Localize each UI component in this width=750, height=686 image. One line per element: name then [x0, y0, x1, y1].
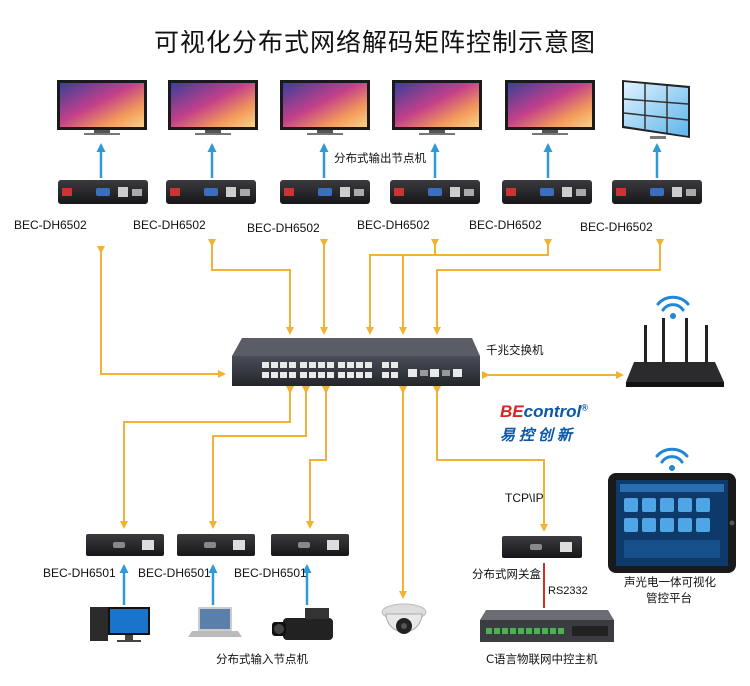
gateway-label: 分布式网关盒 [472, 567, 541, 581]
encoder-label-2: BEC-DH6501 [138, 566, 211, 580]
rs-label: RS2332 [548, 585, 588, 597]
encoder-box-3 [271, 534, 349, 556]
control-tablet [608, 473, 736, 573]
input-arrows [119, 564, 312, 605]
decoder-label-4: BEC-DH6502 [357, 218, 430, 232]
encoder-label-1: BEC-DH6501 [43, 566, 116, 580]
decoder-box-5 [502, 180, 592, 204]
dome-camera [381, 603, 427, 634]
decoder-box-6 [612, 180, 702, 204]
monitor-3 [280, 80, 370, 135]
output-arrows [96, 143, 662, 178]
decoder-label-1: BEC-DH6502 [14, 218, 87, 232]
decoder-label-3: BEC-DH6502 [247, 221, 320, 235]
camcorder [272, 608, 333, 640]
wifi-dot-router [670, 313, 676, 319]
decoder-box-1 [58, 180, 148, 204]
controller-label: C语言物联网中控主机 [486, 652, 598, 666]
switch-label: 千兆交换机 [486, 343, 544, 357]
brand-name: control [523, 402, 582, 421]
wifi-icon-router [656, 295, 690, 312]
decoder-box-2 [166, 180, 256, 204]
decoder-links [97, 239, 664, 378]
wifi-icon-tablet [655, 447, 689, 464]
monitor-4 [392, 80, 482, 135]
monitor-5 [505, 80, 595, 135]
input-nodes-label: 分布式输入节点机 [216, 652, 308, 666]
decoder-box-4 [390, 180, 480, 204]
encoder-label-3: BEC-DH6501 [234, 566, 307, 580]
brand-logo: BEcontrol® 易控创新 [500, 402, 610, 445]
gateway-box [502, 536, 582, 558]
page-title: 可视化分布式网络解码矩阵控制示意图 [153, 28, 596, 57]
video-wall [622, 80, 690, 139]
wifi-router [626, 318, 724, 387]
network-switch [232, 338, 480, 386]
brand-cn: 易控创新 [500, 426, 577, 444]
encoder-box-2 [177, 534, 255, 556]
encoder-box-1 [86, 534, 164, 556]
decoder-label-6: BEC-DH6502 [580, 220, 653, 234]
input-links [120, 371, 624, 599]
tcp-label: TCP\IP [505, 491, 544, 505]
monitor-1 [57, 80, 147, 135]
desktop-pc [90, 607, 150, 642]
decoder-box-3 [280, 180, 370, 204]
platform-label-line1: 声光电一体可视化 [624, 575, 716, 589]
central-controller [480, 610, 614, 642]
laptop [188, 607, 242, 637]
output-nodes-label: 分布式输出节点机 [334, 151, 426, 165]
wifi-dot-tablet [669, 465, 675, 471]
decoder-label-2: BEC-DH6502 [133, 218, 206, 232]
brand-mark: ® [581, 402, 588, 413]
brand-prefix: BE [500, 402, 524, 421]
platform-label-line2: 管控平台 [646, 591, 692, 605]
decoder-label-5: BEC-DH6502 [469, 218, 542, 232]
monitor-2 [168, 80, 258, 135]
